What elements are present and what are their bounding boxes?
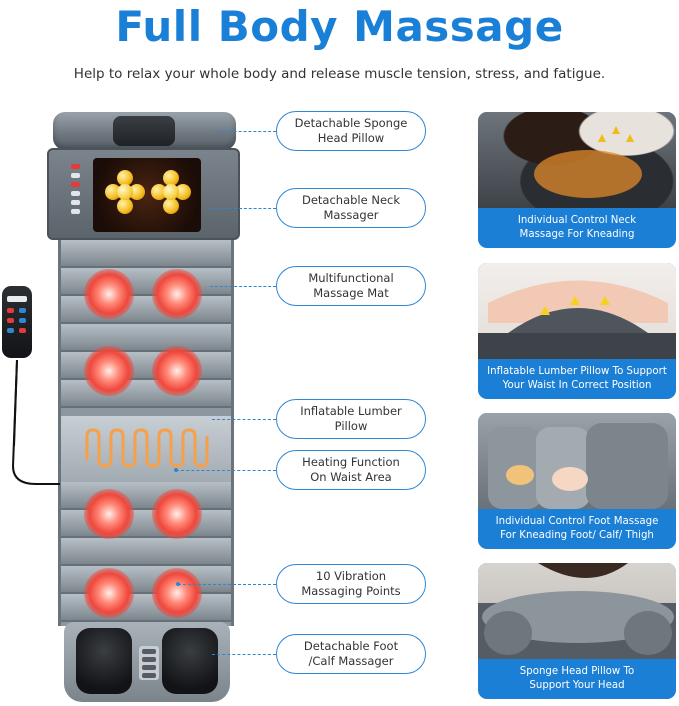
feature-card-caption: Individual Control Neck Massage For Knea… bbox=[517, 215, 637, 240]
multifunctional-massage-mat bbox=[58, 240, 234, 626]
callout-heating-function: Heating Function On Waist Area bbox=[276, 450, 426, 490]
feature-card-pillow: Sponge Head Pillow To Support Your Head bbox=[478, 563, 676, 699]
feature-card-caption: Inflatable Lumber Pillow To Support Your… bbox=[487, 366, 667, 391]
page-title: Full Body Massage bbox=[115, 2, 564, 51]
remote-control-icon bbox=[2, 286, 32, 358]
vibration-point-icon bbox=[84, 269, 134, 319]
kneading-roller-icon bbox=[151, 170, 191, 218]
neck-massager bbox=[47, 148, 240, 240]
leader-line bbox=[212, 419, 276, 420]
callout-neck-massager: Detachable Neck Massager bbox=[276, 188, 426, 228]
vibration-point-icon bbox=[84, 346, 134, 396]
callout-foot-calf-massager: Detachable Foot /Calf Massager bbox=[276, 634, 426, 674]
callout-massage-mat: Multifunctional Massage Mat bbox=[276, 266, 426, 306]
sponge-head-pillow bbox=[53, 112, 236, 150]
vibration-point-icon bbox=[152, 489, 202, 539]
leader-line bbox=[212, 654, 276, 655]
neck-control-buttons bbox=[69, 164, 83, 224]
page-subtitle: Help to relax your whole body and releas… bbox=[73, 66, 606, 82]
neck-massager-window bbox=[93, 158, 201, 232]
foot-calf-massager bbox=[64, 622, 230, 702]
pillow-center-panel bbox=[113, 116, 175, 146]
heating-wave-icon bbox=[85, 428, 209, 468]
foot-control-buttons bbox=[139, 646, 159, 680]
vibration-point-icon bbox=[152, 346, 202, 396]
feature-card-caption: Sponge Head Pillow To Support Your Head bbox=[519, 666, 635, 691]
neck-massage-photo bbox=[478, 112, 676, 208]
lumbar-pillow-photo bbox=[478, 263, 676, 359]
callout-lumbar-pillow: Inflatable Lumber Pillow bbox=[276, 399, 426, 439]
leader-line bbox=[214, 131, 276, 132]
vibration-point-icon bbox=[152, 568, 202, 618]
inflatable-lumbar-pillow bbox=[61, 416, 231, 482]
foot-massager-photo bbox=[478, 413, 676, 509]
leader-line bbox=[176, 470, 276, 471]
remote-cable bbox=[11, 359, 60, 485]
vibration-point-icon bbox=[152, 269, 202, 319]
vibration-point-icon bbox=[84, 568, 134, 618]
kneading-roller-icon bbox=[105, 170, 145, 218]
feature-card-foot: Individual Control Foot Massage For Knea… bbox=[478, 413, 676, 549]
feature-card-neck: Individual Control Neck Massage For Knea… bbox=[478, 112, 676, 248]
vibration-point-icon bbox=[84, 489, 134, 539]
callout-sponge-head-pillow: Detachable Sponge Head Pillow bbox=[276, 111, 426, 151]
massage-mat-illustration bbox=[0, 108, 270, 706]
leader-line bbox=[210, 286, 276, 287]
leader-line bbox=[210, 208, 276, 209]
feature-card-lumbar: Inflatable Lumber Pillow To Support Your… bbox=[478, 263, 676, 399]
feature-card-caption: Individual Control Foot Massage For Knea… bbox=[495, 516, 659, 541]
head-pillow-photo bbox=[478, 563, 676, 659]
callout-vibration-points: 10 Vibration Massaging Points bbox=[276, 564, 426, 604]
leader-line bbox=[178, 584, 276, 585]
